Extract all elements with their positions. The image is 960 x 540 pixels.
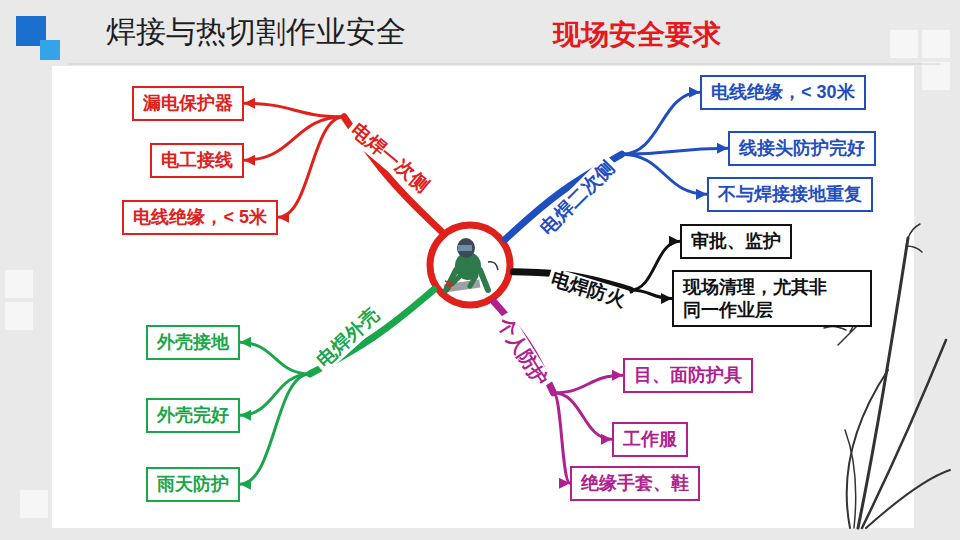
slide-title: 焊接与热切割作业安全 bbox=[106, 12, 406, 53]
branch-arrow bbox=[553, 375, 623, 393]
branch-arrow bbox=[244, 103, 344, 117]
node-text: 电线绝缘，< 5米 bbox=[133, 206, 267, 229]
node-text: 雨天防护 bbox=[157, 473, 229, 496]
node-text: 漏电保护器 bbox=[143, 92, 233, 115]
leaf-box: 外壳接地 bbox=[146, 325, 240, 360]
node-text: 不与焊接接地重复 bbox=[718, 183, 862, 206]
branch-arrow bbox=[240, 374, 310, 484]
node-text: 审批、监护 bbox=[691, 230, 781, 253]
leaf-box: 审批、监护 bbox=[680, 224, 792, 259]
branch-arrow bbox=[622, 154, 707, 194]
node-text: 现场清理，尤其非 同一作业层 bbox=[683, 276, 861, 321]
leaf-box: 漏电保护器 bbox=[132, 86, 244, 121]
node-text: 电线绝缘，< 30米 bbox=[711, 81, 855, 104]
title-rule bbox=[68, 64, 940, 65]
leaf-box: 电线绝缘，< 30米 bbox=[700, 75, 866, 110]
branch-arrow bbox=[622, 148, 728, 154]
leaf-box: 工作服 bbox=[612, 422, 688, 457]
leaf-box: 电工接线 bbox=[150, 143, 244, 178]
leaf-box: 外壳完好 bbox=[146, 398, 240, 433]
welder-figure bbox=[430, 225, 510, 305]
branch-trunk bbox=[506, 154, 622, 239]
node-text: 外壳完好 bbox=[157, 404, 229, 427]
node-text: 线接头防护完好 bbox=[739, 137, 865, 160]
node-text: 外壳接地 bbox=[157, 331, 229, 354]
node-text: 绝缘手套、鞋 bbox=[581, 472, 689, 495]
leaf-box: 雨天防护 bbox=[146, 467, 240, 502]
branch-arrow bbox=[622, 92, 700, 154]
branch-arrow bbox=[278, 117, 344, 217]
leaf-box: 现场清理，尤其非 同一作业层 bbox=[672, 270, 872, 327]
branch-arrow bbox=[631, 290, 672, 299]
branch-arrow bbox=[240, 342, 310, 374]
title-icon bbox=[16, 16, 60, 60]
node-text: 目、面防护具 bbox=[634, 364, 742, 387]
section-heading: 现场安全要求 bbox=[553, 16, 721, 54]
branch-trunk bbox=[344, 117, 442, 232]
branch-trunk bbox=[310, 290, 434, 374]
leaf-box: 绝缘手套、鞋 bbox=[570, 466, 700, 501]
branch-arrow bbox=[553, 393, 570, 483]
node-text: 工作服 bbox=[623, 428, 677, 451]
node-text: 电工接线 bbox=[161, 149, 233, 172]
content-panel bbox=[52, 66, 914, 528]
leaf-box: 不与焊接接地重复 bbox=[707, 177, 873, 212]
branch-arrow bbox=[240, 374, 310, 415]
leaf-box: 电线绝缘，< 5米 bbox=[122, 200, 278, 235]
leaf-box: 目、面防护具 bbox=[623, 358, 753, 393]
leaf-box: 线接头防护完好 bbox=[728, 131, 876, 166]
